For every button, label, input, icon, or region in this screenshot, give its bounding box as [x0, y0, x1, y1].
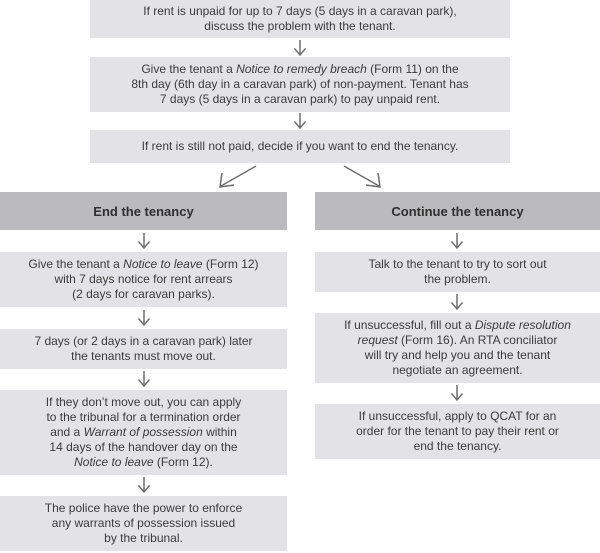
- step-notice-to-leave: Give the tenant a Notice to leave (Form …: [0, 252, 287, 307]
- down-arrow-icon: [449, 385, 465, 402]
- down-arrow-icon: [136, 371, 152, 388]
- step-text: 7 days (or 2 days in a caravan park) lat…: [34, 334, 253, 363]
- step-text: If rent is unpaid for up to 7 days (5 da…: [143, 4, 457, 33]
- branch-header-end-tenancy: End the tenancy: [0, 192, 287, 230]
- step-discuss-problem: If rent is unpaid for up to 7 days (5 da…: [90, 0, 510, 38]
- down-arrow-icon: [292, 113, 308, 130]
- step-notice-remedy-breach: Give the tenant a Notice to remedy breac…: [90, 57, 510, 112]
- step-decide-end-tenancy: If rent is still not paid, decide if you…: [90, 130, 510, 163]
- branch-header-label: End the tenancy: [93, 203, 194, 219]
- down-arrow-icon: [449, 294, 465, 311]
- down-arrow-icon: [136, 233, 152, 250]
- branch-header-continue-tenancy: Continue the tenancy: [315, 192, 600, 230]
- down-arrow-icon: [136, 310, 152, 327]
- step-text: If rent is still not paid, decide if you…: [141, 139, 459, 153]
- step-text: Give the tenant a Notice to remedy breac…: [131, 62, 469, 106]
- down-right-arrow-icon: [342, 164, 386, 190]
- down-arrow-icon: [136, 477, 152, 494]
- step-text: If unsuccessful, fill out a Dispute reso…: [344, 318, 571, 377]
- down-arrow-icon: [292, 40, 308, 57]
- step-text: Give the tenant a Notice to leave (Form …: [28, 257, 259, 301]
- branch-header-label: Continue the tenancy: [391, 203, 524, 219]
- down-left-arrow-icon: [214, 164, 258, 190]
- step-move-out-deadline: 7 days (or 2 days in a caravan park) lat…: [0, 329, 287, 369]
- step-dispute-resolution: If unsuccessful, fill out a Dispute reso…: [315, 313, 600, 383]
- down-arrow-icon: [449, 233, 465, 250]
